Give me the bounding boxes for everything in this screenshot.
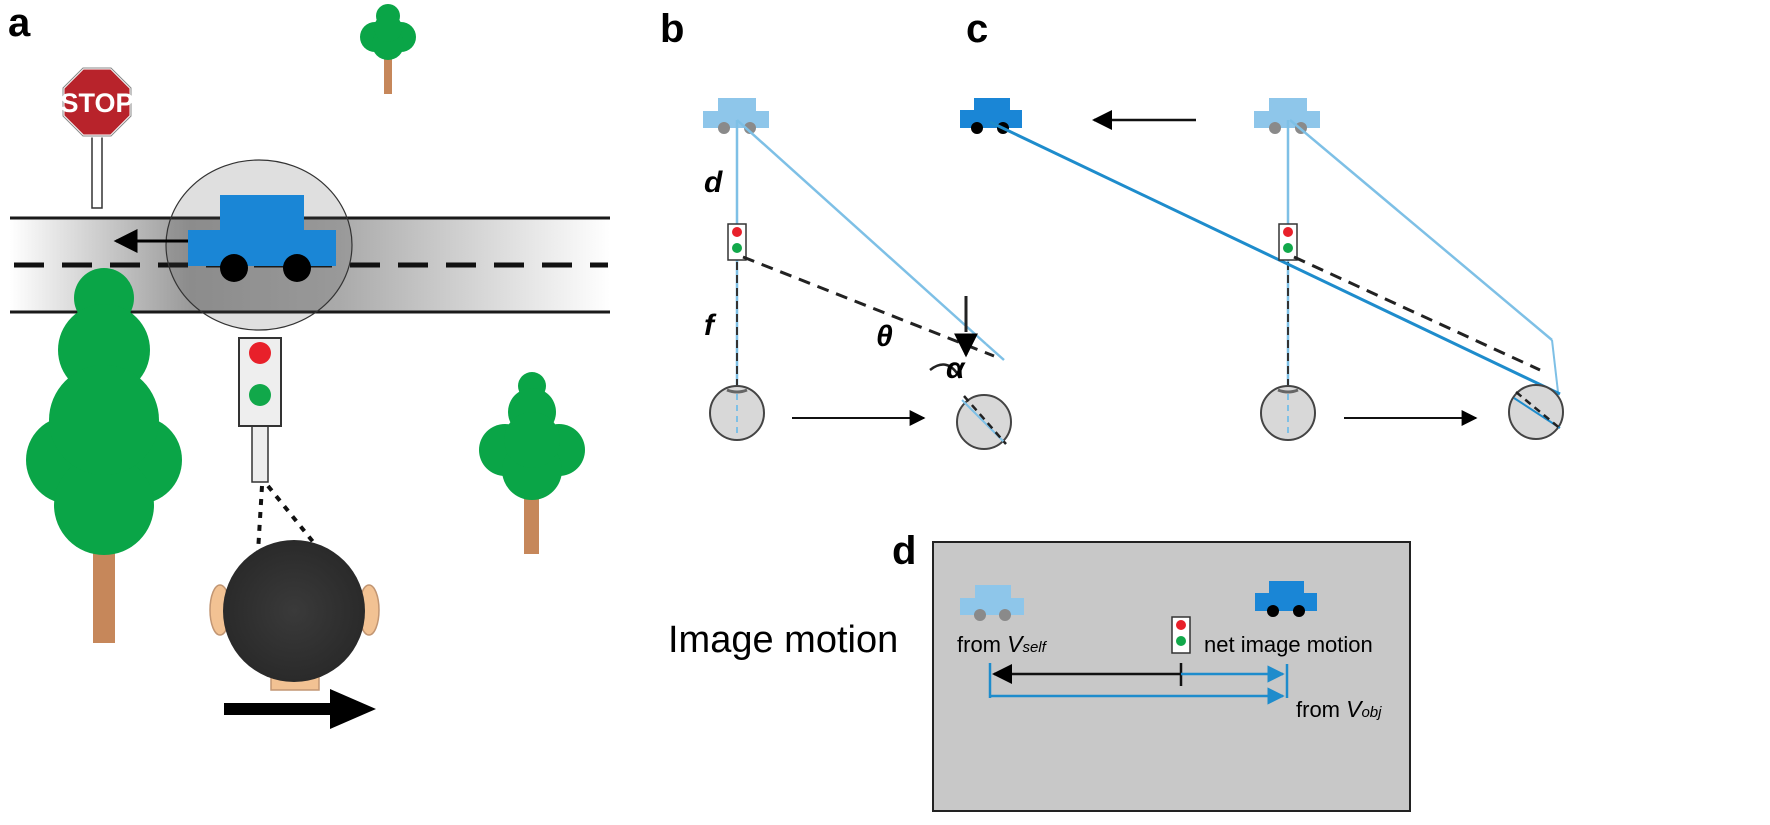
traffic-light-d [1171,616,1191,654]
panel-letter-a: a [8,1,31,45]
observer-b-moved [956,394,1012,450]
panel-d: d Image motion from Vself net image moti… [668,529,1411,812]
label-from-vself: from Vself [957,631,1048,657]
alpha-arc [929,363,962,379]
sight-line-b-dashed [742,255,995,358]
label-alpha: α [946,352,966,385]
car-d-light [960,585,1024,621]
distant-car-light [703,98,769,134]
head [223,540,365,682]
stop-sign-pole [91,129,103,209]
panel-letter-d: d [892,529,916,573]
stop-sign: STOP [60,66,134,209]
traffic-light-pole [251,425,269,483]
tree-right [479,372,585,554]
panel-c: c [960,7,1564,441]
panel-letter-c: c [966,7,988,51]
label-f: f [704,309,717,342]
stop-sign-text: STOP [60,88,133,118]
car-c-moved [960,98,1022,134]
traffic-light-red [249,342,271,364]
traffic-light-b [727,223,747,261]
label-d: d [704,166,723,199]
sight-line-c-dashed [1293,255,1541,372]
panel-d-box [932,541,1411,812]
traffic-light-c [1278,223,1298,261]
sight-line-c-dark [989,120,1561,396]
car-d-dark [1255,581,1317,617]
panel-letter-b: b [660,7,684,51]
observer-head [209,540,380,691]
moving-car [113,159,353,331]
label-net-image-motion: net image motion [1204,632,1373,657]
sight-line-b-diagonal [736,119,987,345]
sight-line-right [266,484,320,550]
tree-left [26,268,182,643]
car-c-initial [1254,98,1320,134]
label-theta: θ [876,320,893,353]
traffic-light-green [249,384,271,406]
traffic-light [238,337,282,483]
observer-c-moved [1508,384,1564,440]
image-motion-caption: Image motion [668,619,898,661]
observer-b-initial [709,385,765,441]
label-from-vobj: from Vobj [1296,696,1382,722]
panel-b: b [660,7,1012,450]
observer-motion-arrow [224,689,376,729]
sight-line-c-light [1289,119,1553,341]
traffic-light-box [238,337,282,427]
observer-c-initial [1260,385,1316,441]
panel-a: a STOP [8,1,610,729]
tree-small [360,4,416,94]
sight-line-left [256,485,264,553]
